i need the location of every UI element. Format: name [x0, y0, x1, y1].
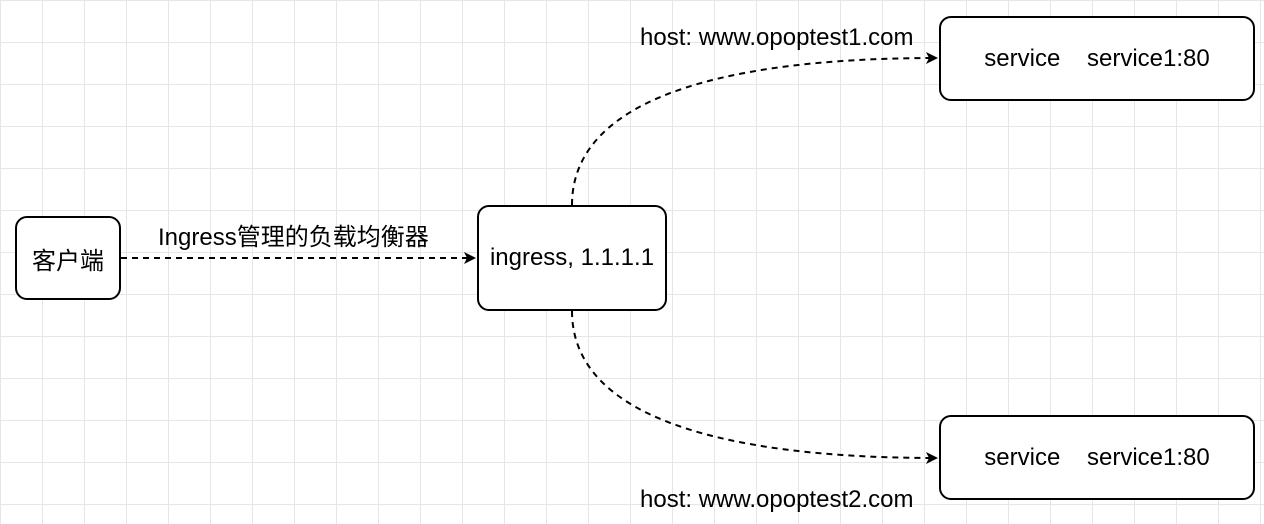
service-bottom-node: service service1:80: [939, 415, 1255, 500]
service-top-node-label: service service1:80: [984, 44, 1210, 72]
client-node: 客户端: [15, 216, 121, 300]
edge-label-host-top: host: www.opoptest1.com: [640, 24, 914, 51]
ingress-node: ingress, 1.1.1.1: [477, 205, 667, 311]
service-bottom-node-label: service service1:80: [984, 443, 1210, 471]
edge-label-host-bottom: host: www.opoptest2.com: [640, 486, 914, 513]
service-top-node: service service1:80: [939, 16, 1255, 101]
ingress-node-label: ingress, 1.1.1.1: [489, 244, 655, 271]
client-node-label: 客户端: [32, 247, 104, 275]
edge-label-client-to-ingress: Ingress管理的负载均衡器: [158, 224, 429, 251]
edge-ingress-to-service-top: [571, 52, 938, 206]
edge-ingress-to-service-bottom: [571, 310, 938, 464]
